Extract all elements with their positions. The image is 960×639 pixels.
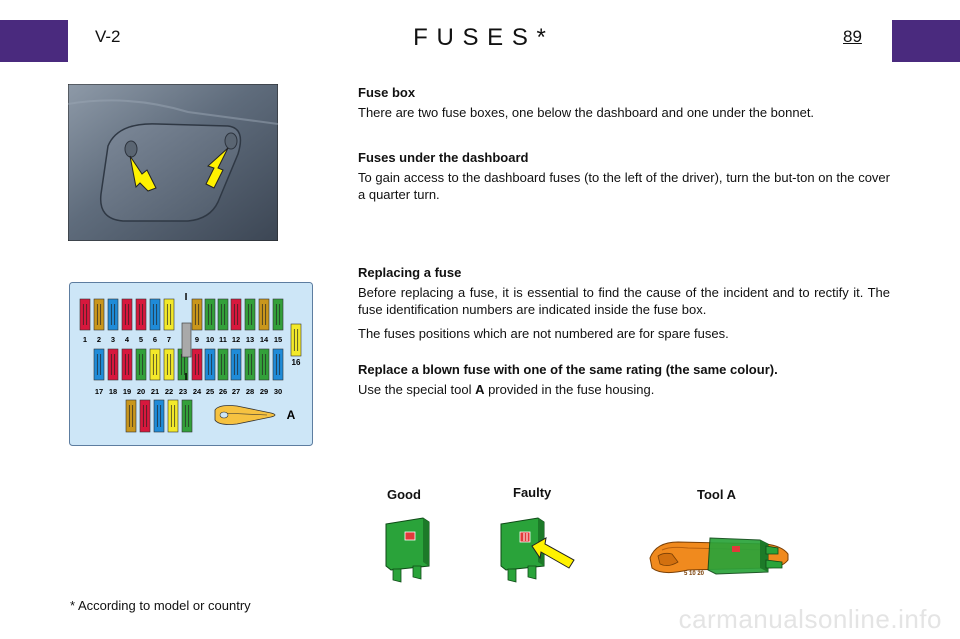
spare-fuse [153, 399, 165, 433]
fuse-label-28: 28 [246, 387, 254, 396]
fuse-label-10: 10 [206, 335, 214, 344]
right-section-tab [892, 20, 960, 62]
fuse-21 [149, 348, 161, 381]
fuse-9 [191, 298, 203, 331]
arrow-icon [129, 155, 157, 192]
dashboard-fuses-text: To gain access to the dashboard fuses (t… [358, 170, 890, 202]
spare-fuse [125, 399, 137, 433]
fuse-label-21: 21 [151, 387, 159, 396]
fuse-28 [244, 348, 256, 381]
fuse-30 [272, 348, 284, 381]
fuse-label-13: 13 [246, 335, 254, 344]
fuse-1 [79, 298, 91, 331]
fuse-11 [217, 298, 229, 331]
fuse-label-30: 30 [274, 387, 282, 396]
spare-fuse [139, 399, 151, 433]
fuse-label-2: 2 [97, 335, 101, 344]
fuse-12 [230, 298, 242, 331]
fuse-label-1: 1 [83, 335, 87, 344]
page-number[interactable]: 89 [843, 27, 862, 46]
fuse-6 [149, 298, 161, 331]
fuse-2 [93, 298, 105, 331]
fuse-16 [290, 323, 302, 357]
fuse-20 [135, 348, 147, 381]
fuse-label-15: 15 [274, 335, 282, 344]
section-code: V-2 [95, 27, 121, 46]
fuse-label-16: 16 [292, 358, 301, 367]
fuse-24 [191, 348, 203, 381]
fuse-box-text: There are two fuse boxes, one below the … [358, 105, 815, 120]
replace-blown-heading: Replace a blown fuse with one of the sam… [358, 362, 778, 377]
fuse-22 [163, 348, 175, 381]
fuse-7 [163, 298, 175, 331]
fuse-label-23: 23 [179, 387, 187, 396]
fuse-label-26: 26 [219, 387, 227, 396]
fuse-label-22: 22 [165, 387, 173, 396]
good-fuse-label: Good [387, 487, 421, 502]
fuse-label-24: 24 [193, 387, 202, 396]
fuse-label-27: 27 [232, 387, 240, 396]
tool-a-icon: 5 10 20 [648, 528, 794, 584]
fuse-4 [121, 298, 133, 331]
fuse-label-14: 14 [260, 335, 269, 344]
tool-a-heading: Tool A [697, 487, 736, 502]
faulty-fuse-icon [498, 516, 578, 586]
replace-blown-section: Replace a blown fuse with one of the sam… [358, 361, 890, 405]
fuse-3 [107, 298, 119, 331]
good-fuse-icon [383, 516, 433, 586]
fuse-29 [258, 348, 270, 381]
fuse-10 [204, 298, 216, 331]
arrow-icon [205, 147, 229, 189]
fuse-27 [230, 348, 242, 381]
fuse-box-heading: Fuse box [358, 85, 416, 100]
fuse-puller-tool-icon [214, 405, 276, 425]
fuse-19 [121, 348, 133, 381]
faulty-fuse-label: Faulty [513, 485, 552, 500]
left-section-tab [0, 20, 68, 62]
divider-mark: I [185, 292, 188, 303]
tool-a-label: A [287, 408, 296, 422]
fuse-15 [272, 298, 284, 331]
replacing-fuse-heading: Replacing a fuse [358, 265, 462, 280]
page-title: F U S E S * [413, 24, 547, 51]
arrow-icon [531, 537, 575, 569]
fuse-label-29: 29 [260, 387, 268, 396]
replacing-fuse-text-1: Before replacing a fuse, it is essential… [358, 285, 890, 317]
fuse-label-7: 7 [167, 335, 171, 344]
fuse-label-6: 6 [153, 335, 157, 344]
dashboard-fuses-section: Fuses under the dashboard To gain access… [358, 149, 890, 210]
divider-mark: I [185, 372, 188, 383]
fuse-26 [217, 348, 229, 381]
fuse-label-4: 4 [125, 335, 130, 344]
fuse-label-20: 20 [137, 387, 145, 396]
fuse-17 [93, 348, 105, 381]
spare-fuse [181, 399, 193, 433]
fuse-label-18: 18 [109, 387, 117, 396]
fuse-label-12: 12 [232, 335, 240, 344]
replacing-fuse-section: Replacing a fuse Before replacing a fuse… [358, 264, 890, 349]
fuse-label-17: 17 [95, 387, 103, 396]
fuse-14 [258, 298, 270, 331]
replacing-fuse-text-2: The fuses positions which are not number… [358, 326, 729, 341]
fuse-13 [244, 298, 256, 331]
fuse-label-19: 19 [123, 387, 131, 396]
dashboard-cover-photo [67, 83, 279, 242]
tool-instruction: Use the special tool A provided in the f… [358, 382, 655, 397]
fuse-label-9: 9 [195, 335, 199, 344]
fuse-box-section: Fuse box There are two fuse boxes, one b… [358, 84, 890, 128]
fuse-label-25: 25 [206, 387, 214, 396]
watermark: carmanualsonline.info [678, 604, 942, 634]
footnote: * According to model or country [70, 598, 251, 613]
relay-block [181, 322, 192, 358]
fuse-5 [135, 298, 147, 331]
fuse-25 [204, 348, 216, 381]
dashboard-fuses-heading: Fuses under the dashboard [358, 150, 529, 165]
fuse-label-5: 5 [139, 335, 143, 344]
svg-text:5 10 20: 5 10 20 [684, 571, 705, 577]
spare-fuse [167, 399, 179, 433]
fuse-18 [107, 348, 119, 381]
fuse-label-3: 3 [111, 335, 115, 344]
fuse-label-11: 11 [219, 335, 227, 344]
